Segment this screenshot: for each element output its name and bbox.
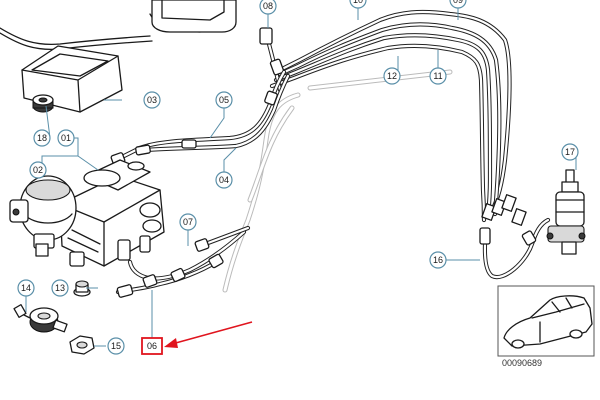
brake-lines-06-07 (115, 225, 251, 298)
callout-13[interactable]: 13 (51, 279, 69, 297)
callout-16[interactable]: 16 (429, 251, 447, 269)
callout-02[interactable]: 02 (29, 161, 47, 179)
callout-18[interactable]: 18 (33, 129, 51, 147)
callout-11[interactable]: 11 (429, 67, 447, 85)
highlight-arrow (164, 321, 253, 348)
nut-15 (69, 335, 95, 355)
callouts: 01 02 03 04 05 06 07 08 (17, 0, 579, 355)
brake-line-bundle (269, 9, 512, 223)
callout-10[interactable]: 10 (349, 0, 367, 9)
callout-05[interactable]: 05 (215, 91, 233, 109)
brake-lines-04-05 (110, 69, 291, 166)
callout-label: 09 (453, 0, 463, 5)
callout-07[interactable]: 07 (179, 213, 197, 231)
rear-brake-line (479, 217, 551, 280)
rubber-mount (13, 304, 68, 333)
pressure-valve (546, 169, 586, 255)
callout-label: 16 (433, 255, 443, 265)
callout-label: 02 (33, 165, 43, 175)
bundle-fittings (481, 194, 527, 226)
callout-09[interactable]: 09 (449, 0, 467, 9)
callout-label: 03 (147, 95, 157, 105)
inset-code: 00090689 (502, 358, 542, 368)
callout-14[interactable]: 14 (17, 279, 35, 297)
callout-label: 14 (21, 283, 31, 293)
bolt-13 (73, 280, 91, 297)
callout-06-highlighted[interactable]: 06 (141, 337, 163, 355)
vehicle-inset: 00090689 (497, 285, 595, 368)
callout-label: 17 (565, 147, 575, 157)
callout-15[interactable]: 15 (107, 337, 125, 355)
callout-08[interactable]: 08 (259, 0, 277, 15)
callout-label: 10 (353, 0, 363, 5)
callout-label: 12 (387, 71, 397, 81)
callout-17[interactable]: 17 (561, 143, 579, 161)
callout-label: 13 (55, 283, 65, 293)
car-icon (503, 295, 593, 349)
callout-01[interactable]: 01 (57, 129, 75, 147)
callout-label: 06 (147, 341, 157, 351)
callout-label: 11 (433, 71, 442, 81)
callout-label: 04 (219, 175, 229, 185)
callout-label: 15 (111, 341, 121, 351)
callout-03[interactable]: 03 (143, 91, 161, 109)
control-unit-top (151, 0, 237, 33)
faint-pipes (222, 69, 453, 293)
callout-label: 07 (183, 217, 193, 227)
callout-12[interactable]: 12 (383, 67, 401, 85)
callout-label: 05 (219, 95, 229, 105)
callout-label: 01 (61, 133, 71, 143)
callout-label: 18 (37, 133, 47, 143)
callout-label: 08 (263, 1, 273, 11)
hydraulic-unit (9, 159, 165, 267)
grommet (32, 94, 54, 113)
callout-04[interactable]: 04 (215, 171, 233, 189)
